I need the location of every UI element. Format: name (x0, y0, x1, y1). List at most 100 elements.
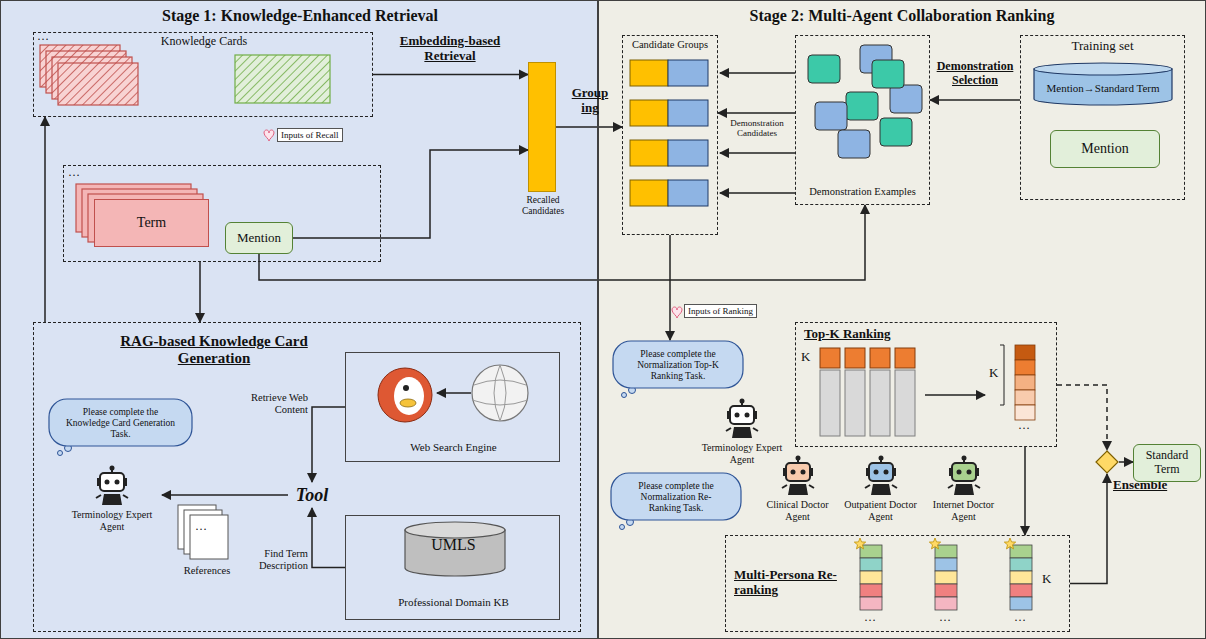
stage-panel: Stage 1: Knowledge-Enhanced RetrievalKno… (0, 0, 598, 639)
candidate-cell (668, 60, 708, 86)
robot-icon (778, 455, 818, 495)
duck-eye (403, 385, 409, 391)
connector-arrow (930, 99, 1020, 101)
node-text: References (172, 565, 242, 577)
connector-arrow (1070, 474, 1107, 584)
connector-arrow (312, 508, 345, 568)
annotation-label: Inputs of Recall (277, 128, 343, 142)
demonstration-square (846, 92, 878, 120)
connector-arrow (162, 494, 288, 496)
shape-outline (1095, 450, 1119, 474)
connector-arrow (44, 117, 46, 322)
annotation-label: … (1018, 419, 1030, 433)
node-text: UMLS (396, 536, 511, 554)
bubble-outline (611, 473, 741, 520)
candidate-cell (668, 140, 708, 166)
robot-antenna-tip (740, 399, 745, 404)
agent-figure: Clinical Doctor Agent (755, 455, 840, 527)
robot-arm (96, 495, 128, 498)
process-box: Mention (1050, 130, 1160, 168)
star-icon (1004, 538, 1015, 549)
ranking-arrow (925, 394, 985, 396)
candidate-bar (845, 370, 865, 436)
demo-arrow (720, 72, 795, 74)
robot-head (730, 406, 754, 424)
annotation-label: K (801, 350, 810, 365)
demo-arrow (720, 192, 795, 194)
persona-cell (935, 584, 957, 597)
candidate-cell (630, 60, 668, 86)
connector-arrow (293, 150, 528, 238)
process-box: Recalled Candidates (528, 62, 556, 192)
knowledge-card (58, 63, 138, 105)
ranked-cell (870, 348, 890, 368)
node-text: Please complete the Normalization Re-Ran… (626, 481, 726, 514)
stage-panel: Stage 2: Multi-Agent Collaboration Ranki… (598, 0, 1206, 639)
robot-eye (966, 470, 971, 475)
robot-eye (873, 470, 878, 475)
robot-icon (722, 398, 762, 438)
annotation-label: K (1042, 572, 1051, 587)
edge-label: Find Term Description (244, 548, 308, 572)
ranked-cell (1015, 360, 1035, 375)
ranked-cell (895, 348, 915, 368)
node-text: Please complete the Normalization Top-K … (628, 349, 728, 382)
node-text: Multi-Persona Re-ranking (734, 568, 849, 598)
bubble-outline (613, 341, 743, 388)
persona-cell (860, 584, 882, 597)
persona-cell (1010, 558, 1032, 571)
stage-ground (598, 0, 1206, 639)
robot-eye (745, 413, 750, 418)
agent-figure: Terminology Expert Agent (62, 465, 162, 537)
node-text: Web Search Engine (346, 441, 561, 454)
node-text: Candidate Groups (623, 39, 717, 51)
knowledge-card (235, 55, 330, 103)
icon-arrow (437, 392, 471, 394)
star-icon (929, 538, 940, 549)
candidate-bar (820, 370, 840, 436)
robot-eye (956, 470, 961, 475)
robot-head (100, 473, 124, 491)
prompt-bubble: Please complete the Normalization Re-Ran… (610, 472, 742, 530)
node-text: Recalled Candidates (509, 195, 577, 217)
node-text: Internet Doctor Agent (921, 499, 1006, 522)
process-box: Tool (288, 482, 336, 508)
stage-ground (0, 0, 598, 639)
annotation-label: Inputs of Ranking (684, 304, 757, 318)
persona-cell (860, 597, 882, 610)
ranked-cell (820, 348, 840, 368)
candidate-cell (630, 180, 668, 206)
globe-lines (472, 365, 528, 421)
node-text: Term (137, 215, 166, 231)
connector-arrow (718, 112, 795, 114)
reference-page (190, 515, 228, 559)
robot-body (102, 494, 122, 505)
robot-eye (115, 480, 120, 485)
node-text: Professional Domain KB (346, 596, 561, 609)
edge-label: Embedding-based Retrieval (380, 34, 520, 64)
agent-figure: Terminology Expert Agent (697, 398, 787, 470)
connector-arrow (1024, 447, 1026, 535)
process-box: Ensemble (1095, 450, 1119, 474)
demonstration-square (880, 118, 912, 146)
process-box: UMLS Professional Domain KB (345, 515, 560, 620)
connector-arrow (259, 205, 865, 280)
node-text: Tool (296, 485, 328, 506)
node-text: Mention→Standard Term (1047, 82, 1160, 95)
annotation-label: … (195, 520, 207, 534)
connector-arrow (556, 126, 622, 128)
robot-arm (782, 485, 814, 488)
robot-icon (861, 455, 901, 495)
node-text: Please complete the Knowledge Card Gener… (64, 407, 177, 440)
candidate-bar (895, 370, 915, 436)
demonstration-square (872, 60, 904, 88)
robot-antenna-tip (878, 456, 883, 461)
persona-cell (860, 571, 882, 584)
robot-body (732, 427, 752, 438)
node-text: Standard Term (1138, 449, 1196, 477)
robot-body (788, 484, 808, 495)
robot-body (871, 484, 891, 495)
node-text: Terminology Expert Agent (697, 442, 787, 465)
connector-arrow (312, 407, 345, 482)
